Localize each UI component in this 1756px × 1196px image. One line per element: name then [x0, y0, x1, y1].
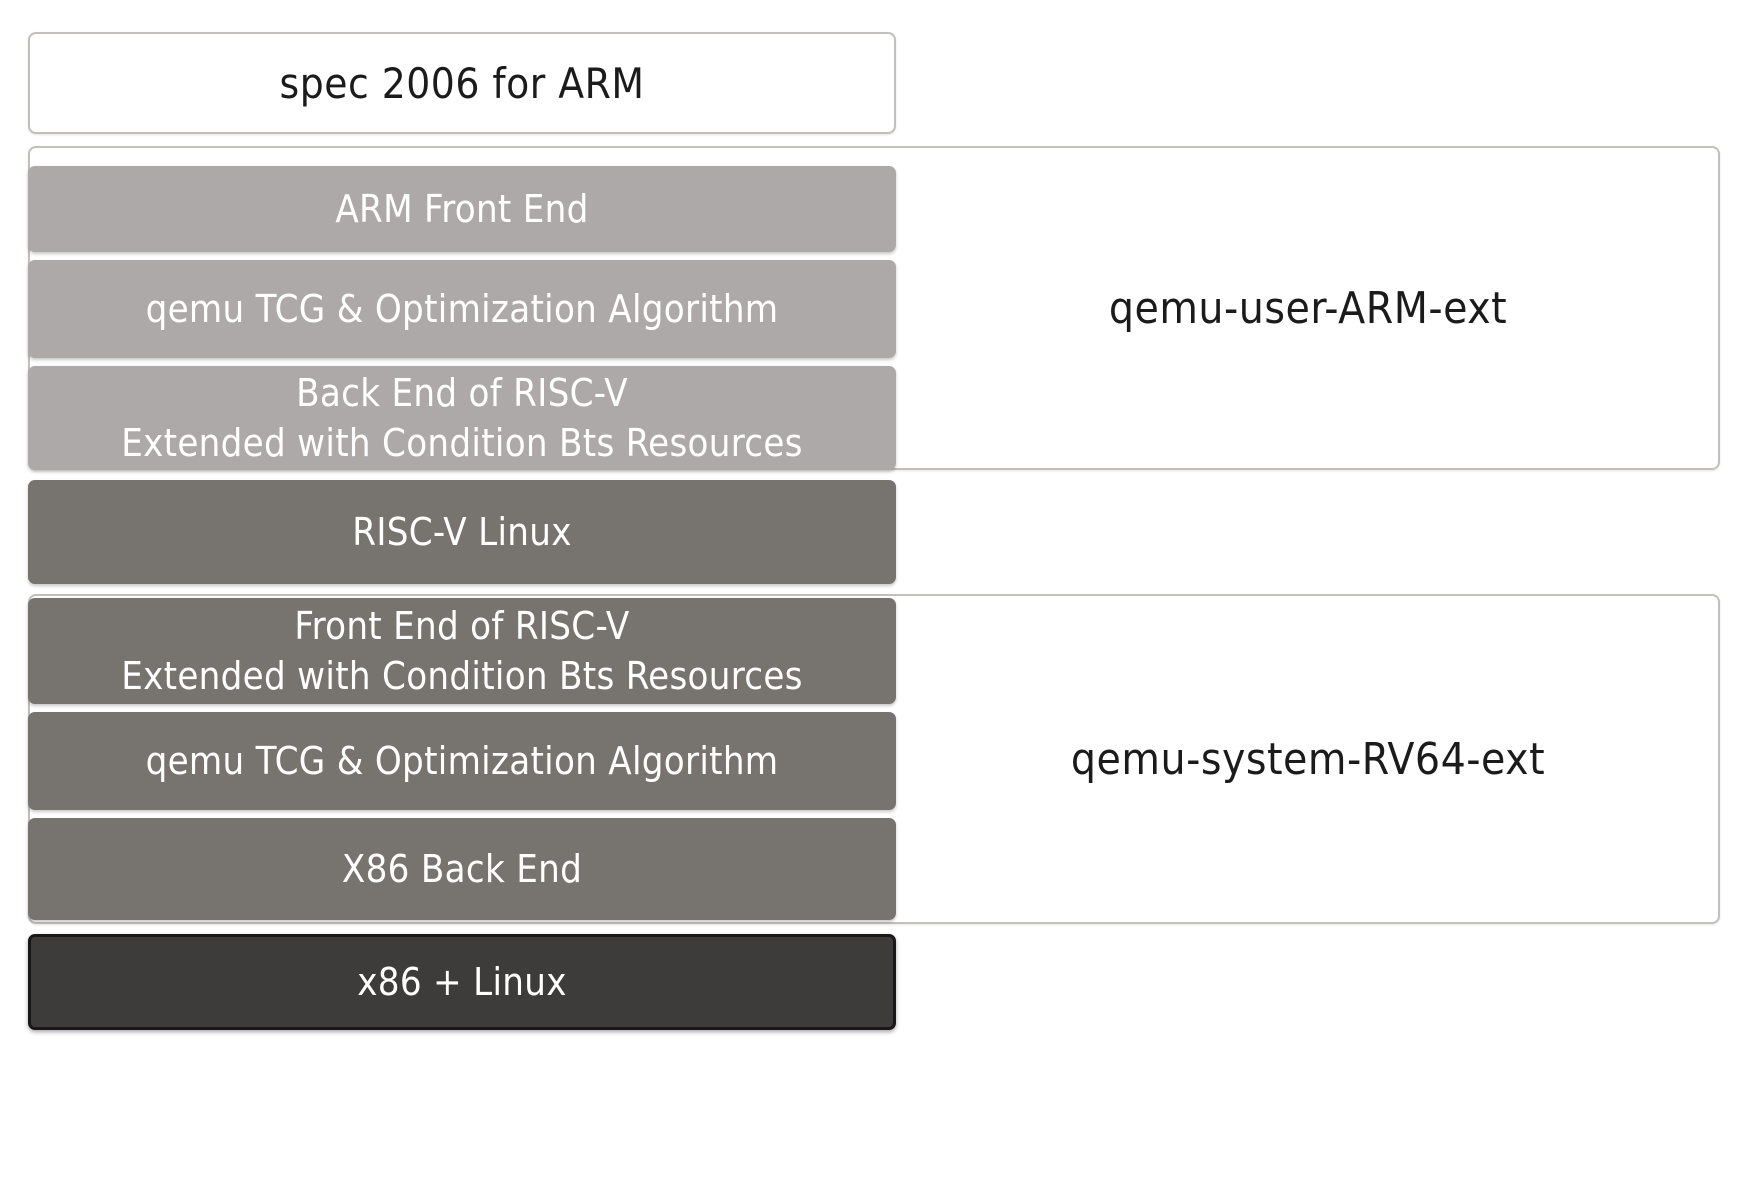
layer-back-end-of-riscv[interactable]: Back End of RISC-V Extended with Conditi…	[28, 366, 896, 470]
group-caption-label-upper: qemu-user-ARM-ext	[1108, 282, 1508, 334]
layer-riscv-linux-label: RISC-V Linux	[352, 509, 572, 554]
layer-front-end-of-riscv-text: Front End of RISC-V Extended with Condit…	[121, 601, 803, 701]
group-caption-qemu-user-arm-ext: qemu-user-ARM-ext	[896, 146, 1720, 470]
layer-riscv-linux[interactable]: RISC-V Linux	[28, 480, 896, 584]
layer-qemu-tcg-optimization-upper-label: qemu TCG & Optimization Algorithm	[145, 286, 779, 331]
layer-qemu-tcg-optimization-lower-label: qemu TCG & Optimization Algorithm	[145, 738, 779, 783]
layer-front-end-of-riscv[interactable]: Front End of RISC-V Extended with Condit…	[28, 598, 896, 704]
layer-x86-back-end[interactable]: X86 Back End	[28, 818, 896, 920]
spec-benchmark-label: spec 2006 for ARM	[279, 58, 645, 108]
layer-arm-front-end-label: ARM Front End	[335, 186, 589, 231]
spec-benchmark-box[interactable]: spec 2006 for ARM	[28, 32, 896, 134]
layer-back-end-of-riscv-line1: Back End of RISC-V	[296, 370, 628, 415]
layer-x86-linux-label: x86 + Linux	[357, 959, 567, 1004]
layer-back-end-of-riscv-line2: Extended with Condition Bts Resources	[121, 421, 803, 465]
layer-back-end-of-riscv-text: Back End of RISC-V Extended with Conditi…	[121, 368, 803, 468]
layer-x86-back-end-label: X86 Back End	[341, 846, 583, 891]
layer-front-end-of-riscv-line2: Extended with Condition Bts Resources	[121, 654, 803, 698]
layer-front-end-of-riscv-line1: Front End of RISC-V	[294, 603, 630, 648]
layer-qemu-tcg-optimization-upper[interactable]: qemu TCG & Optimization Algorithm	[28, 260, 896, 358]
layer-qemu-tcg-optimization-lower[interactable]: qemu TCG & Optimization Algorithm	[28, 712, 896, 810]
group-caption-qemu-system-rv64-ext: qemu-system-RV64-ext	[896, 594, 1720, 924]
group-caption-label-lower: qemu-system-RV64-ext	[1070, 733, 1546, 785]
layer-x86-linux[interactable]: x86 + Linux	[28, 934, 896, 1030]
layer-arm-front-end[interactable]: ARM Front End	[28, 166, 896, 252]
